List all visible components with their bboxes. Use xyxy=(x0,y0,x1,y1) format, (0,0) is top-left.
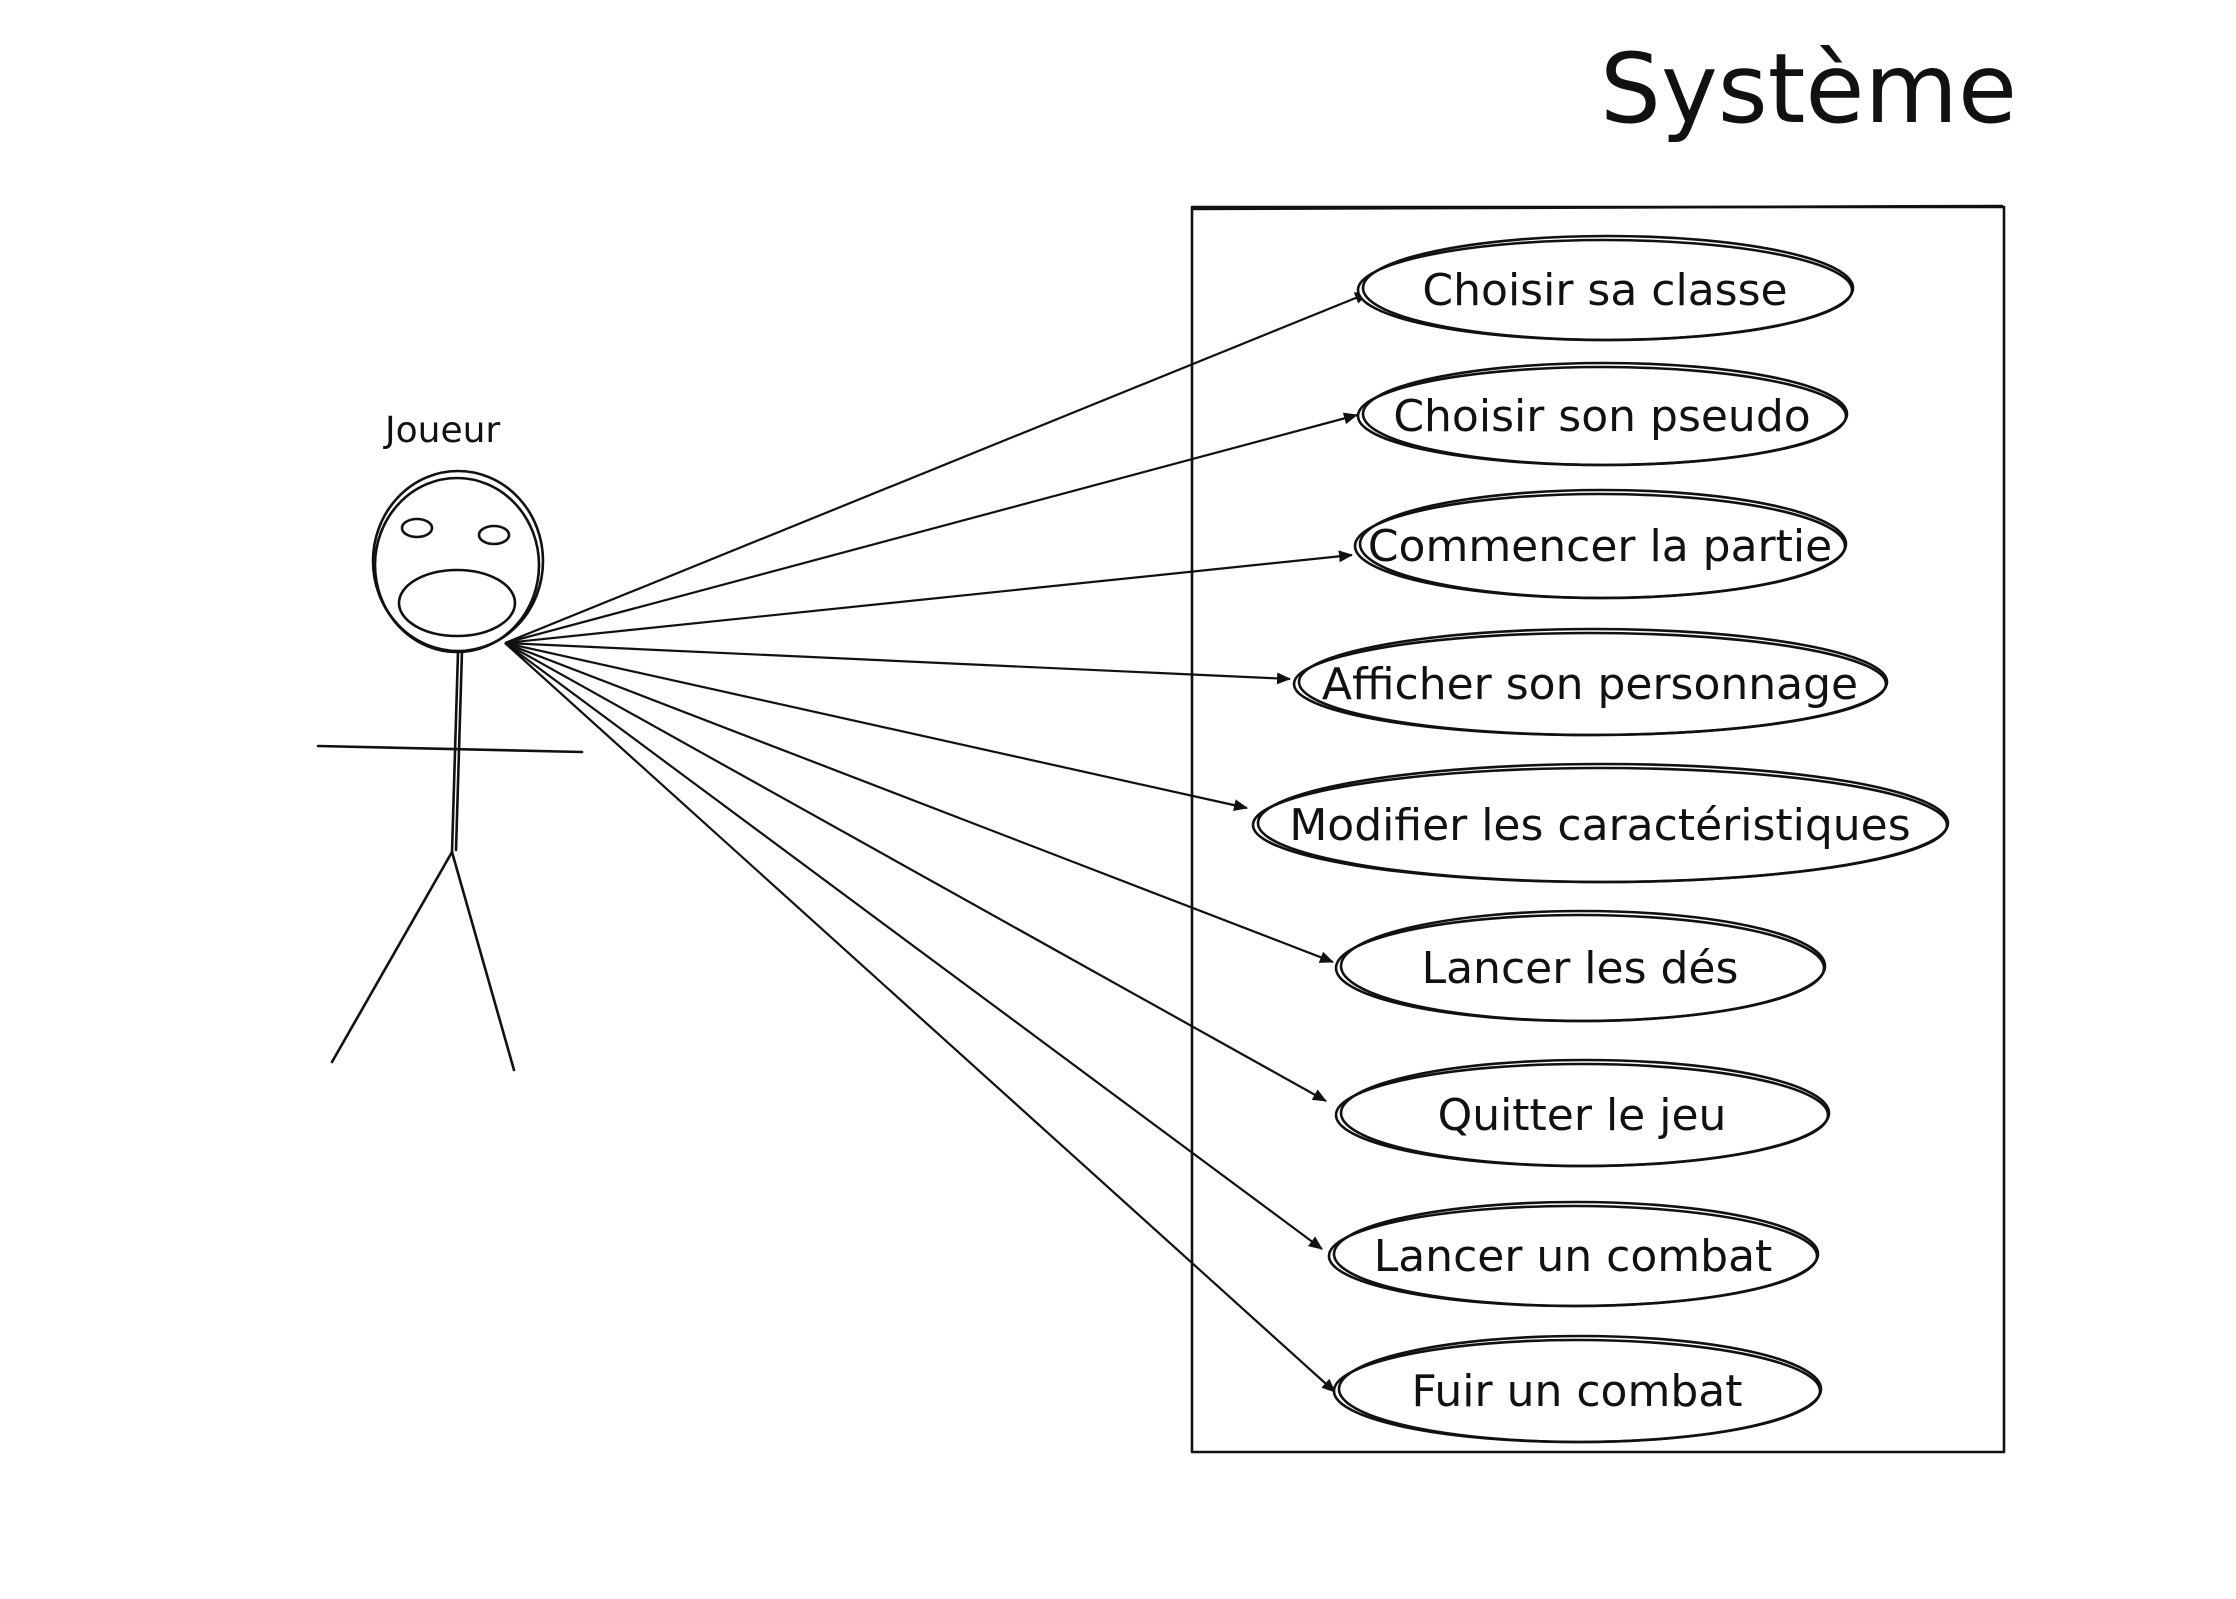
use-case: Lancer les dés xyxy=(1334,909,1827,1023)
use-case-label: Lancer un combat xyxy=(1374,1231,1773,1282)
use-case-ellipse-sketch xyxy=(1339,1058,1831,1168)
use-case: Fuir un combat xyxy=(1332,1334,1823,1444)
use-case: Afficher son personnage xyxy=(1292,627,1889,737)
association-arrow xyxy=(504,642,1323,1250)
use-case: Lancer un combat xyxy=(1327,1200,1820,1308)
use-case-label: Commencer la partie xyxy=(1368,521,1832,572)
system-title: Système xyxy=(1600,33,2017,145)
use-case-label: Choisir sa classe xyxy=(1422,265,1787,316)
actor-label: Joueur xyxy=(383,410,500,451)
actor-joueur: Joueur xyxy=(316,410,584,1072)
use-case-label: Quitter le jeu xyxy=(1438,1090,1727,1141)
use-case-ellipse-sketch xyxy=(1256,762,1950,884)
use-case: Quitter le jeu xyxy=(1334,1058,1831,1168)
association-arrow xyxy=(504,412,1358,645)
use-case-ellipse-sketch xyxy=(1339,909,1827,1023)
use-case-ellipse-sketch xyxy=(1361,234,1855,342)
use-case: Choisir sa classe xyxy=(1356,234,1855,342)
system-boundary xyxy=(1190,204,2006,1454)
use-case-label: Afficher son personnage xyxy=(1322,659,1858,710)
use-case: Commencer la partie xyxy=(1353,488,1848,600)
use-case-label: Choisir son pseudo xyxy=(1393,391,1810,442)
use-case-ellipse-sketch xyxy=(1361,361,1849,467)
association-arrow xyxy=(504,641,1291,685)
association-arrow xyxy=(504,291,1369,645)
use-case-ellipse-sketch xyxy=(1297,627,1889,737)
association-arrow xyxy=(504,550,1353,645)
use-case: Choisir son pseudo xyxy=(1356,361,1849,467)
association-arrow xyxy=(504,641,1248,812)
use-case-label: Fuir un combat xyxy=(1412,1366,1743,1417)
stick-figure-icon xyxy=(316,469,584,1072)
use-case-ellipse-sketch xyxy=(1358,488,1848,600)
use-case-label: Modifier les caractéristiques xyxy=(1289,800,1910,851)
association-arrow xyxy=(504,642,1336,1393)
use-case-label: Lancer les dés xyxy=(1422,943,1739,994)
association-arrow xyxy=(504,642,1327,1102)
use-case-ellipse-sketch xyxy=(1332,1200,1820,1308)
use-case: Modifier les caractéristiques xyxy=(1251,762,1950,884)
use-case-ellipse-sketch xyxy=(1337,1334,1823,1444)
association-arrow xyxy=(504,641,1334,964)
associations xyxy=(504,291,1369,1393)
